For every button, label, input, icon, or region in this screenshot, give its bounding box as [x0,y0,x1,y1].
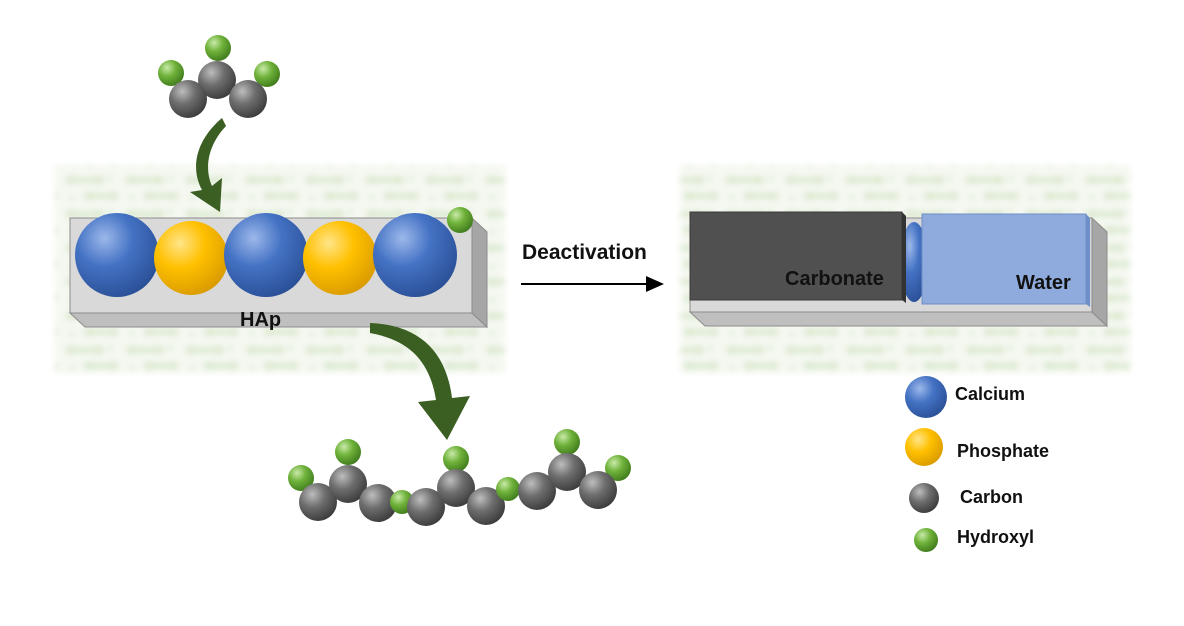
legend-phosphate-swatch [905,428,943,466]
hydroxyl-atom [447,207,473,233]
carbonate-label: Carbonate [785,268,884,290]
deactivation-label: Deactivation [522,241,647,264]
carbon-hydroxyl-molecule-icon [158,35,280,118]
hap-atoms [75,207,473,297]
legend-calcium-label: Calcium [955,384,1026,404]
calcium-atom [224,213,308,297]
legend-hydroxyl-label: Hydroxyl [957,527,1035,547]
legend-hydroxyl-swatch [914,528,938,552]
legend [905,376,947,552]
legend-carbon-swatch [909,483,939,513]
water-block [921,213,1087,305]
calcium-atom [900,222,928,302]
curved-arrow-icon [190,118,226,212]
deactivated-slab [688,211,1109,328]
carbon-hydroxyl-chain-icon [288,429,631,526]
legend-calcium-swatch [905,376,947,418]
carbonate-block [689,211,903,301]
hap-label: HAp [240,309,282,331]
calcium-atom [373,213,457,297]
phosphate-atom [303,221,377,295]
legend-phosphate-label: Phosphate [957,441,1050,461]
calcium-atom [75,213,159,297]
phosphate-atom [154,221,228,295]
legend-carbon-label: Carbon [960,487,1023,507]
curved-arrow-down-icon [370,323,470,440]
water-label: Water [1016,272,1071,294]
